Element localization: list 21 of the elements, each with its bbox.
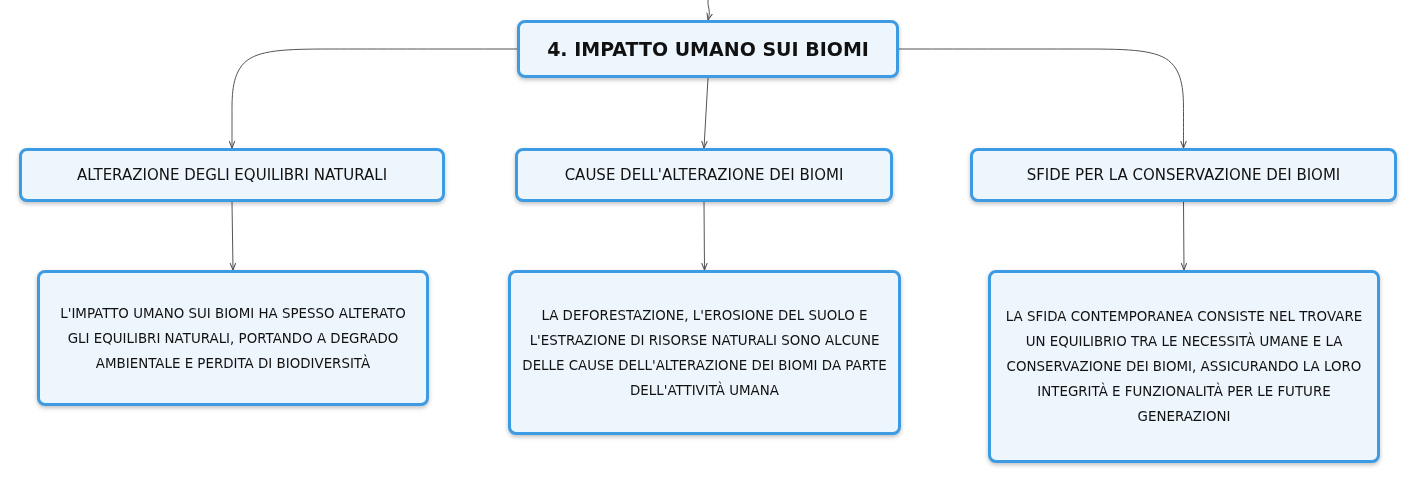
topic-text: LA DEFORESTAZIONE, L'EROSIONE DEL SUOLO E L'ESTRAZIONE DI RISORSE NATURALI SONO ALCUNE DELLE CAUSE DELL'ALTERAZIONE DEI BIOMI DA PARTE DELL'ATTIVITÀ UMANA [521, 306, 888, 400]
topic-box [19, 148, 445, 202]
topic-box [37, 270, 429, 406]
arrow [229, 201, 237, 271]
topic-box [970, 148, 1397, 202]
topic-text: ALTERAZIONE DEGLI EQUILIBRI NATURALI [76, 166, 388, 184]
arrow [898, 48, 1187, 149]
arrow [706, 0, 713, 21]
topic-box [988, 270, 1380, 463]
topic-box [508, 270, 901, 435]
topic-text: CAUSE DELL'ALTERAZIONE DEI BIOMI [564, 166, 844, 184]
arrow [228, 48, 518, 149]
arrow [1180, 201, 1188, 271]
topic-text: L'IMPATTO UMANO SUI BIOMI HA SPESSO ALTERATO GLI EQUILIBRI NATURALI, PORTANDO A DEGRADO AMBIENTALE E PERDITA DI BIODIVERSITÀ [59, 304, 407, 373]
topic-text: SFIDE PER LA CONSERVAZIONE DEI BIOMI [1026, 166, 1341, 184]
topic-box [517, 20, 899, 78]
topic-box [515, 148, 893, 202]
arrow [701, 201, 708, 271]
topic-text: 4. IMPATTO UMANO SUI BIOMI [547, 38, 869, 60]
topic-text: LA SFIDA CONTEMPORANEA CONSISTE NEL TROVARE UN EQUILIBRIO TRA LE NECESSITÀ UMANE E LA CONSERVAZIONE DEI BIOMI, ASSICURANDO LA LORO INTEGRITÀ E FUNZIONALITÀ PER LE FUTURE GENERAZIONI [1004, 308, 1364, 426]
arrow [701, 77, 709, 149]
